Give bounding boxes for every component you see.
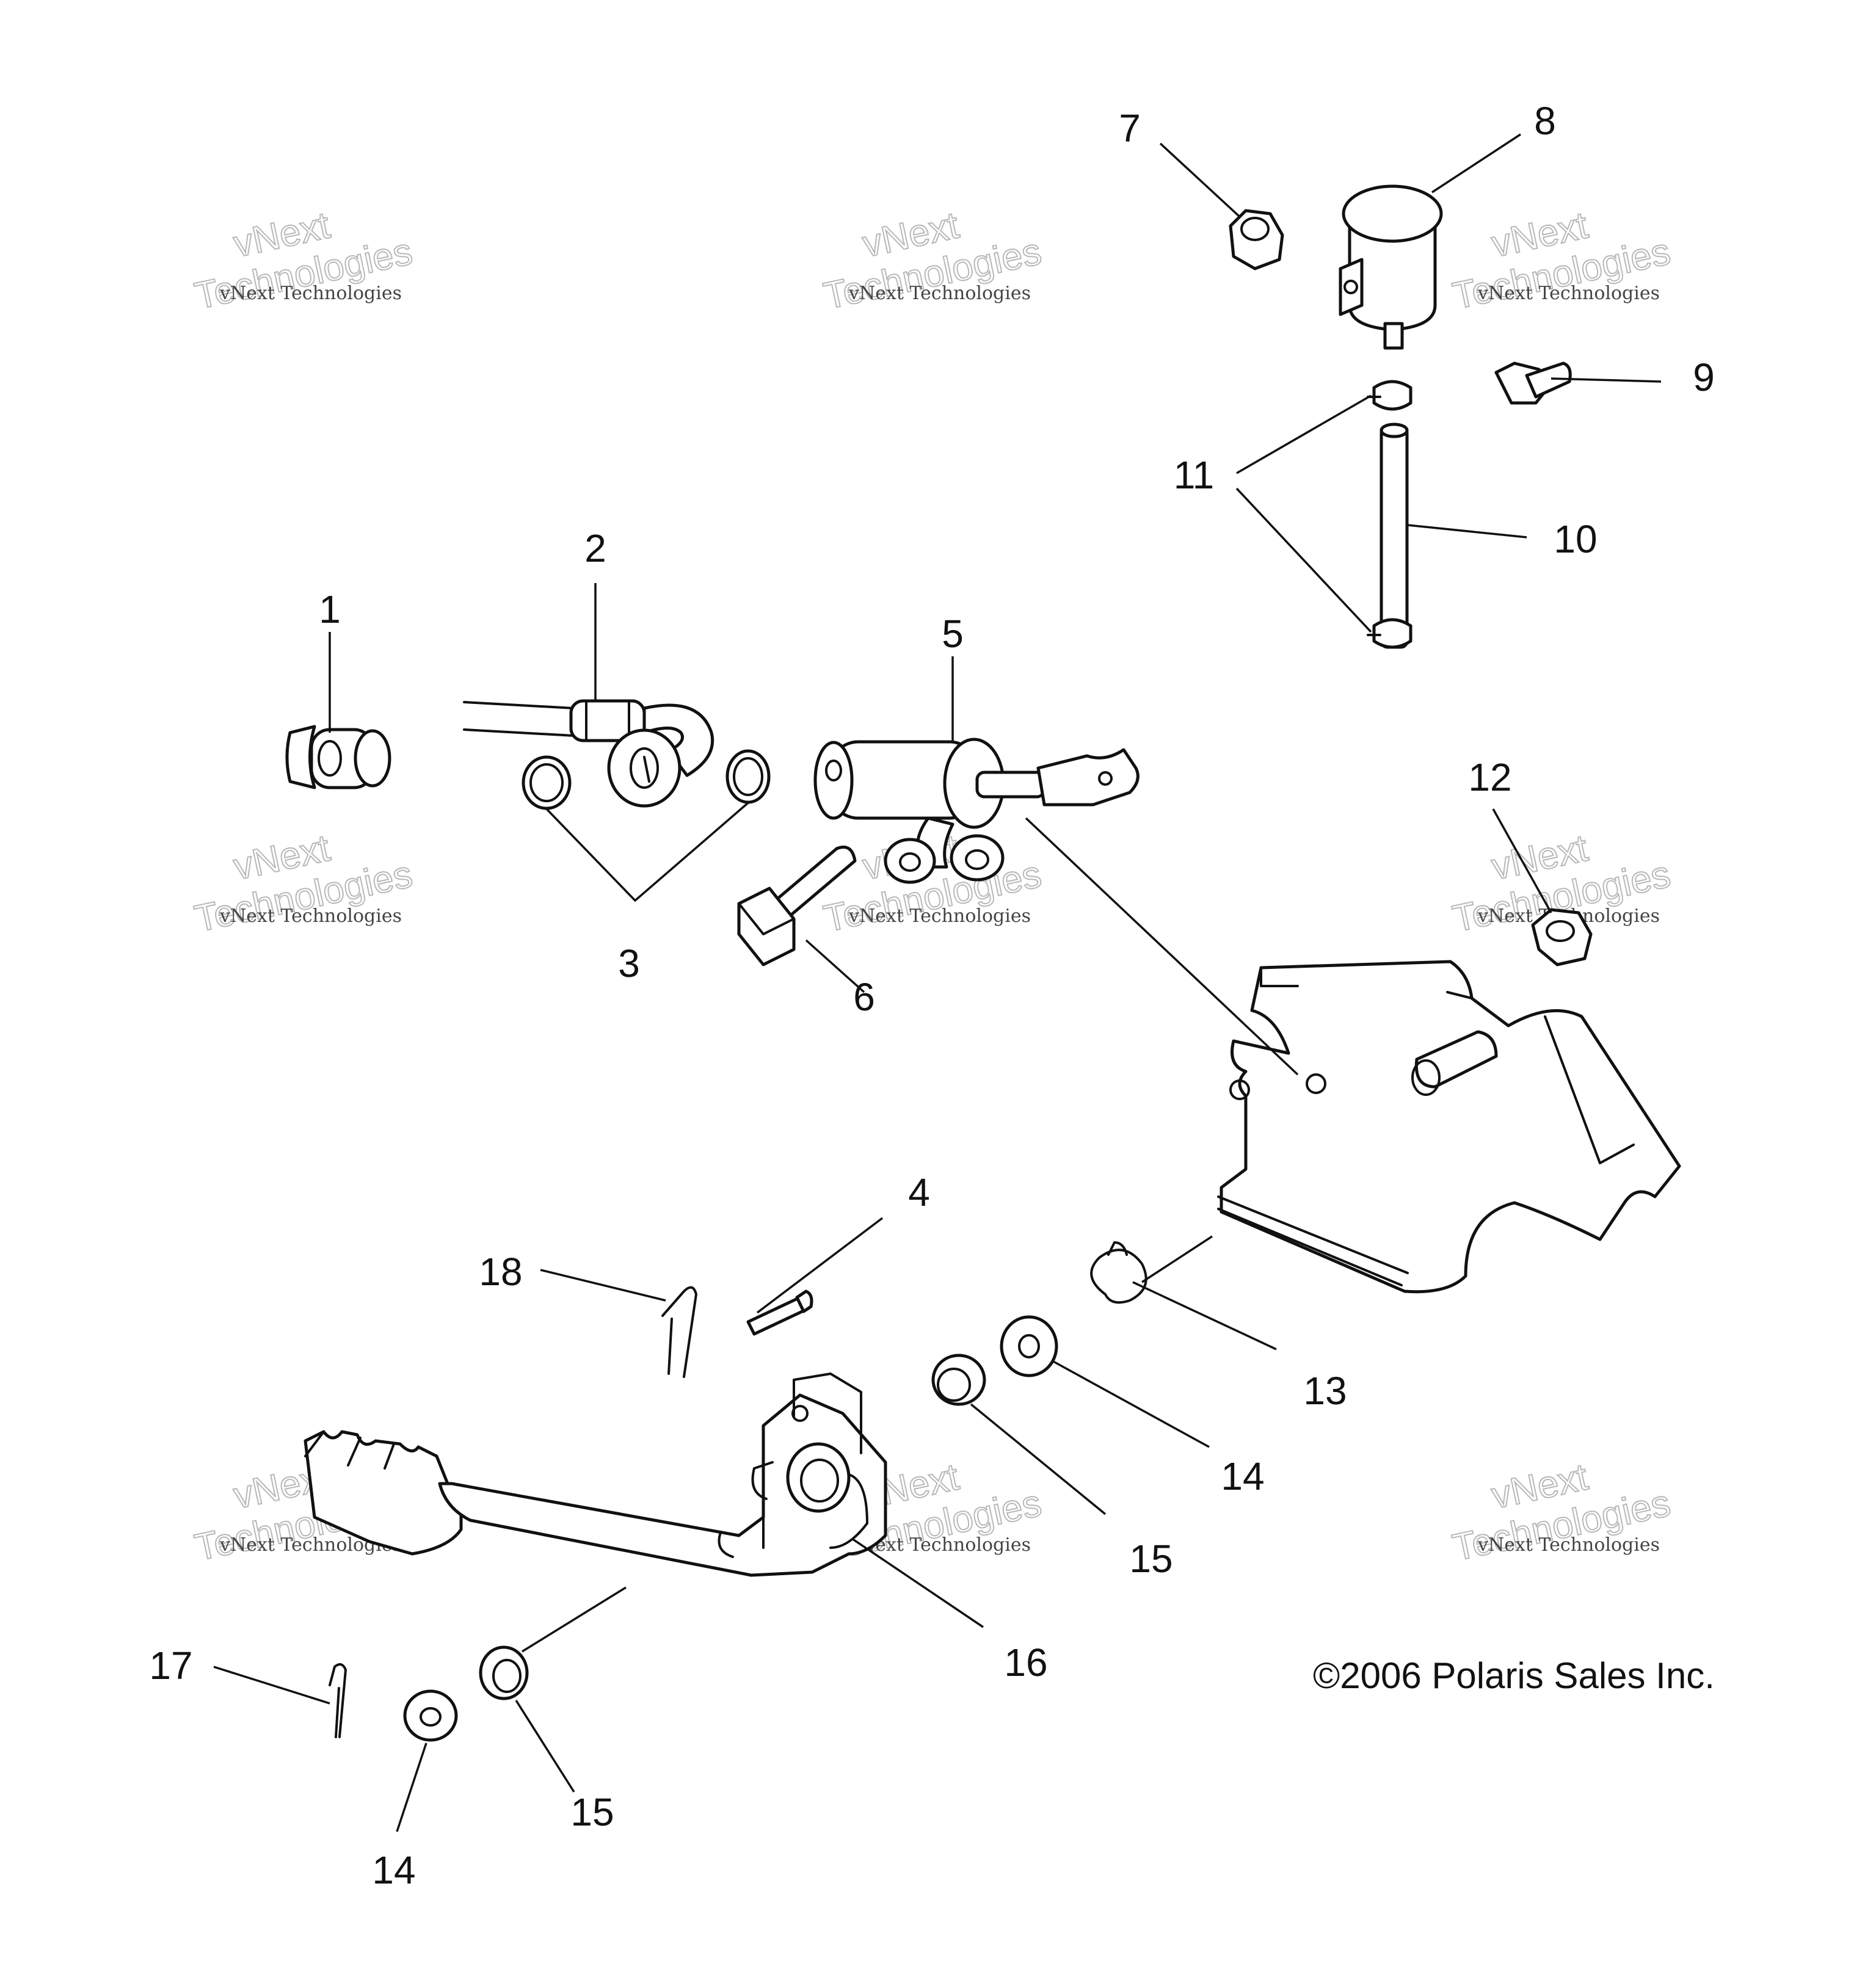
part-2-brake-hose [463,699,714,808]
leader-lines [213,133,1662,1832]
watermark: vNext Technologies vNext Technologies [820,204,1045,319]
callout-5: 5 [942,612,964,656]
watermark: vNext Technologies vNext Technologies [1449,1456,1674,1570]
callout-4: 4 [908,1170,930,1214]
callout-3: 3 [618,941,640,985]
part-11-hose-clamps [1367,380,1412,649]
callout-7: 7 [1119,106,1141,150]
part-5-master-cylinder [813,738,1140,884]
svg-text:vNext Technologies: vNext Technologies [848,283,1031,304]
callout-14-upper: 14 [1221,1454,1264,1498]
part-15-bushing-upper [931,1354,986,1406]
watermark: vNext Technologies vNext Technologies [191,204,416,319]
callout-14-lower: 14 [372,1848,415,1892]
watermark: vNext Technologies vNext Technologies [191,827,416,941]
part-9-bolt [1494,361,1572,405]
watermark: vNext Technologies vNext Technologies [1449,204,1674,319]
part-4-clevis-pin [746,1289,813,1336]
part-6-bolt [737,846,857,966]
callout-12: 12 [1468,755,1511,799]
callout-15-upper: 15 [1129,1537,1172,1581]
callout-6: 6 [853,975,875,1019]
part-10-reservoir-hose [1380,422,1409,649]
callout-17: 17 [149,1644,192,1688]
callout-2: 2 [584,526,606,570]
svg-text:vNext Technologies: vNext Technologies [219,283,402,304]
callout-9: 9 [1693,355,1715,399]
callout-11: 11 [1174,453,1214,497]
svg-text:vNext Technologies: vNext Technologies [1477,1534,1660,1556]
callout-10: 10 [1554,517,1597,561]
part-7-nut [1229,209,1284,270]
callout-8: 8 [1534,99,1556,143]
part-15-bushing-lower [479,1645,529,1700]
callout-labels: 1 2 3 4 5 6 7 8 9 10 11 12 13 14 14 15 1… [149,99,1714,1892]
svg-text:vNext Technologies: vNext Technologies [219,905,402,927]
copyright-notice: ©2006 Polaris Sales Inc. [1313,1655,1715,1696]
callout-18: 18 [479,1250,522,1294]
svg-text:vNext Technologies: vNext Technologies [1477,283,1660,304]
callout-1: 1 [319,587,341,631]
svg-text:vNext Technologies: vNext Technologies [848,905,1031,927]
part-14-washer-upper [1000,1315,1058,1377]
part-12-nut [1531,908,1593,966]
part-13-spring-clip [1090,1241,1147,1304]
watermark-group: vNext Technologies vNext Technologies vN… [191,204,1674,1570]
brake-pedal-bracket [1217,960,1681,1294]
part-17-cotter-pin [329,1663,347,1738]
part-14-washer-lower [403,1689,458,1742]
callout-13: 13 [1303,1369,1347,1413]
part-18-cotter-pin [661,1286,697,1378]
part-8-reservoir [1339,184,1443,350]
callout-15-lower: 15 [570,1790,614,1834]
part-1-banjo-bolt [285,725,391,789]
callout-16: 16 [1004,1641,1047,1684]
part-16-brake-pedal [304,1372,887,1577]
part-3-crush-washers [522,749,771,810]
